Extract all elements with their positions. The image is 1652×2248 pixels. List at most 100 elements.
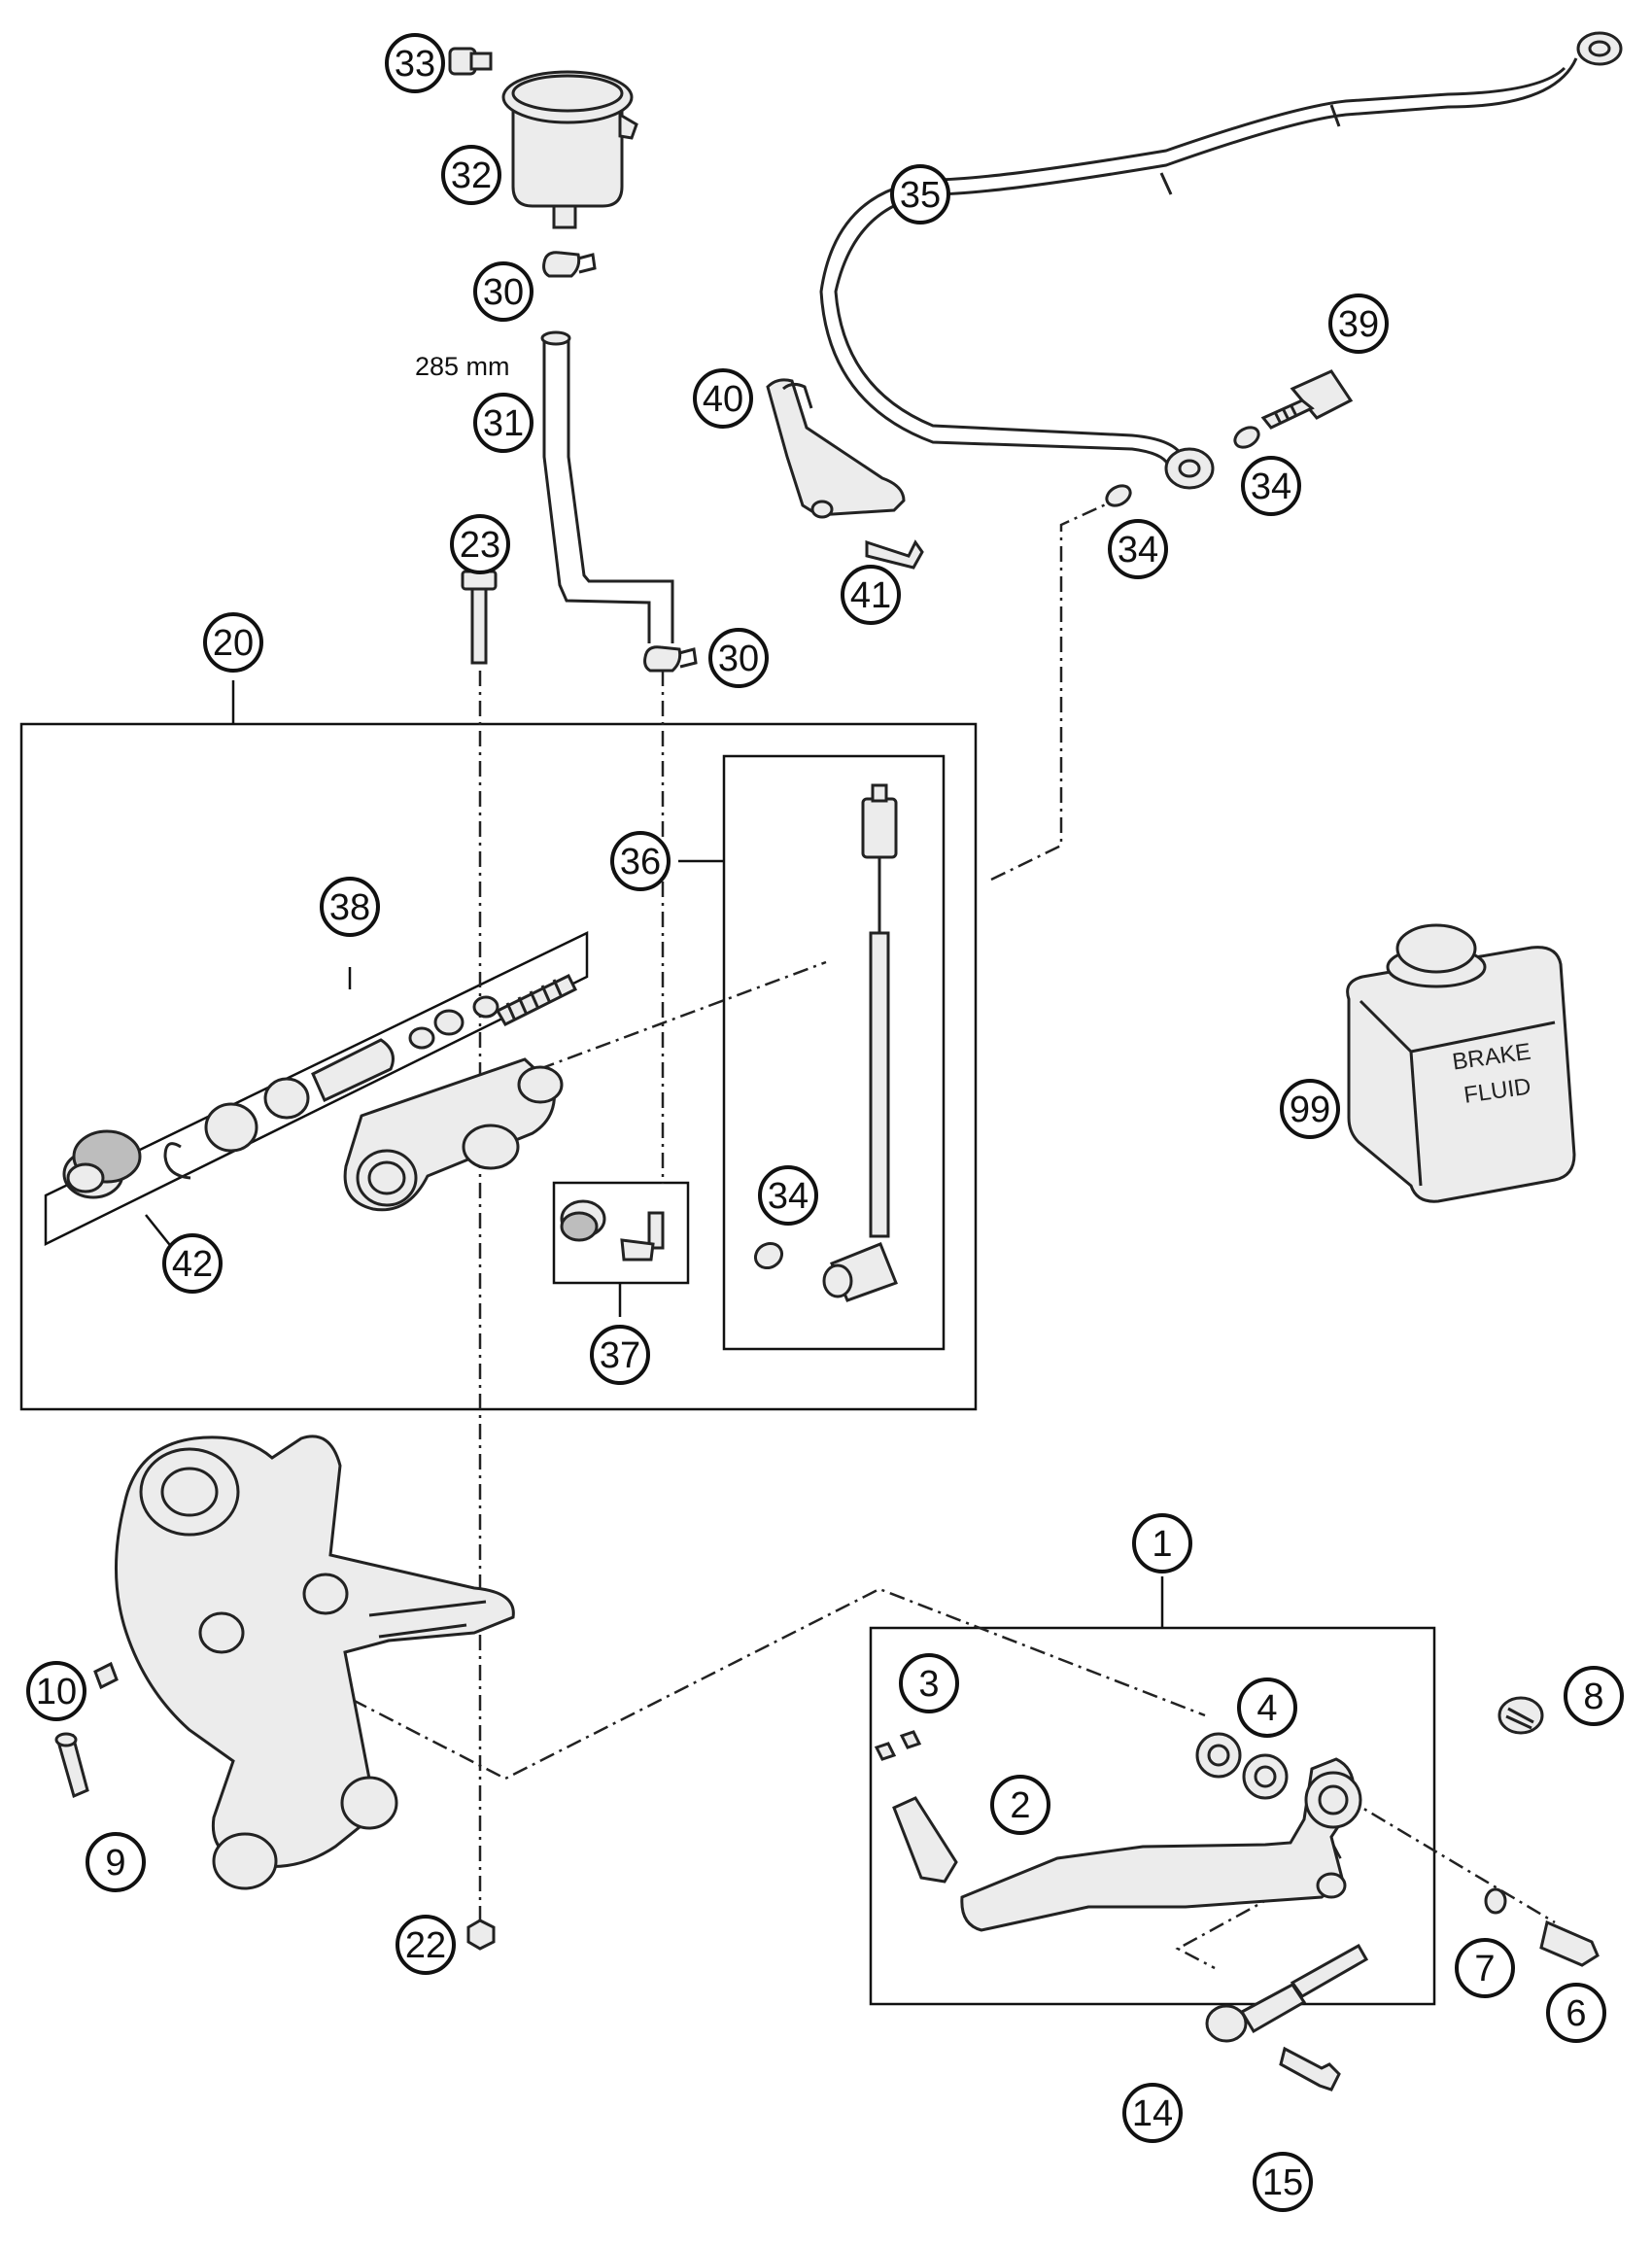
brake-pedal-lever — [960, 1757, 1362, 1932]
callout-number: 20 — [213, 623, 254, 664]
callout-39: 39 — [1328, 294, 1389, 354]
pedal-washer — [1484, 1887, 1507, 1915]
callout-34c: 34 — [758, 1165, 818, 1226]
piston-kit-parts — [62, 973, 578, 1199]
callout-number: 9 — [105, 1843, 125, 1884]
brake-fluid-can: BRAKE FLUID — [1346, 923, 1576, 1203]
mounting-screw — [461, 570, 498, 665]
callout-circle — [385, 33, 445, 93]
callout-circle — [1132, 1513, 1192, 1574]
callout-3: 3 — [899, 1653, 959, 1713]
callout-circle — [320, 877, 380, 937]
callout-circle — [693, 368, 753, 429]
callout-36: 36 — [610, 831, 671, 891]
callout-number: 33 — [395, 44, 435, 85]
callout-circle — [1122, 2083, 1183, 2143]
callout-number: 14 — [1132, 2093, 1173, 2134]
callout-circle — [590, 1325, 650, 1385]
callout-42: 42 — [162, 1233, 223, 1294]
callout-34b: 34 — [1108, 519, 1168, 579]
callout-8: 8 — [1564, 1666, 1624, 1726]
hose-clamp-lower — [643, 645, 698, 673]
switch-sealing-washer — [753, 1241, 784, 1270]
frame-master-cylinder-assembly — [19, 722, 978, 1411]
callout-32: 32 — [441, 145, 501, 205]
callout-22: 22 — [396, 1915, 456, 1975]
callout-41: 41 — [841, 565, 901, 625]
callout-number: 42 — [172, 1244, 213, 1285]
callout-circle — [1280, 1079, 1340, 1139]
callout-number: 2 — [1010, 1785, 1030, 1826]
callout-number: 39 — [1338, 304, 1379, 345]
callout-number: 36 — [620, 842, 661, 882]
callout-number: 30 — [718, 639, 759, 679]
callout-circle — [758, 1165, 818, 1226]
callout-number: 37 — [600, 1335, 640, 1376]
callout-4: 4 — [1237, 1677, 1297, 1738]
callout-number: 34 — [1118, 530, 1158, 571]
callout-30b: 30 — [708, 628, 769, 688]
callout-33: 33 — [385, 33, 445, 93]
callout-38: 38 — [320, 877, 380, 937]
callout-circle — [708, 628, 769, 688]
callout-10: 10 — [26, 1661, 86, 1721]
lock-nut — [466, 1919, 496, 1951]
callout-number: 30 — [483, 272, 524, 313]
banjo-bolt — [1260, 369, 1354, 430]
callout-number: 34 — [1251, 467, 1291, 507]
callout-9: 9 — [86, 1832, 146, 1892]
callout-number: 1 — [1152, 1524, 1172, 1565]
bushing — [93, 1661, 119, 1690]
callout-20: 20 — [203, 612, 263, 673]
callout-number: 35 — [900, 175, 941, 216]
frame-bracket — [115, 1435, 515, 1890]
callout-circle — [1564, 1666, 1624, 1726]
callout-circle — [203, 612, 263, 673]
callout-circle — [1253, 2152, 1313, 2212]
callout-circle — [1546, 1983, 1606, 2043]
callout-14: 14 — [1122, 2083, 1183, 2143]
callout-number: 23 — [460, 525, 500, 566]
callout-30a: 30 — [473, 261, 533, 322]
callout-circle — [473, 261, 533, 322]
clevis-bolt — [1279, 2046, 1341, 2092]
brake-line — [819, 31, 1623, 490]
reservoir-cap-bolt — [448, 47, 493, 76]
callout-circle — [1237, 1677, 1297, 1738]
callout-15: 15 — [1253, 2152, 1313, 2212]
callout-number: 38 — [329, 887, 370, 928]
callout-circle — [1108, 519, 1168, 579]
callout-circle — [841, 565, 901, 625]
callout-23: 23 — [450, 514, 510, 574]
callout-number: 7 — [1474, 1949, 1495, 1989]
callout-99: 99 — [1280, 1079, 1340, 1139]
callout-circle — [899, 1653, 959, 1713]
callout-circle — [610, 831, 671, 891]
callout-circle — [1241, 456, 1301, 516]
callout-circle — [473, 393, 533, 453]
callout-circle — [396, 1915, 456, 1975]
callout-number: 99 — [1290, 1089, 1330, 1130]
callout-2: 2 — [990, 1775, 1050, 1835]
reservoir-hose — [540, 330, 674, 643]
sealing-washer-upper — [1233, 426, 1260, 449]
callout-circle — [26, 1661, 86, 1721]
callout-number: 22 — [405, 1925, 446, 1966]
callout-number: 8 — [1583, 1677, 1603, 1717]
callout-37: 37 — [590, 1325, 650, 1385]
callout-layer: 3332303135394034344123302036389942343711… — [26, 33, 1624, 2212]
group-frames — [19, 722, 1436, 2006]
callout-number: 6 — [1566, 1993, 1586, 2034]
return-spring — [1497, 1696, 1544, 1735]
callout-circle — [86, 1832, 146, 1892]
callout-35: 35 — [890, 164, 950, 225]
clevis-and-pin — [1205, 1943, 1369, 2043]
brake-light-switch — [822, 783, 898, 1302]
hose-length-label: 285 mm — [415, 352, 510, 381]
callout-7: 7 — [1455, 1938, 1515, 1998]
frame-brake-light-switch — [722, 754, 946, 1351]
sealing-washer-lower — [1105, 484, 1132, 507]
callout-number: 4 — [1256, 1688, 1277, 1729]
bracket-pin — [54, 1732, 89, 1799]
